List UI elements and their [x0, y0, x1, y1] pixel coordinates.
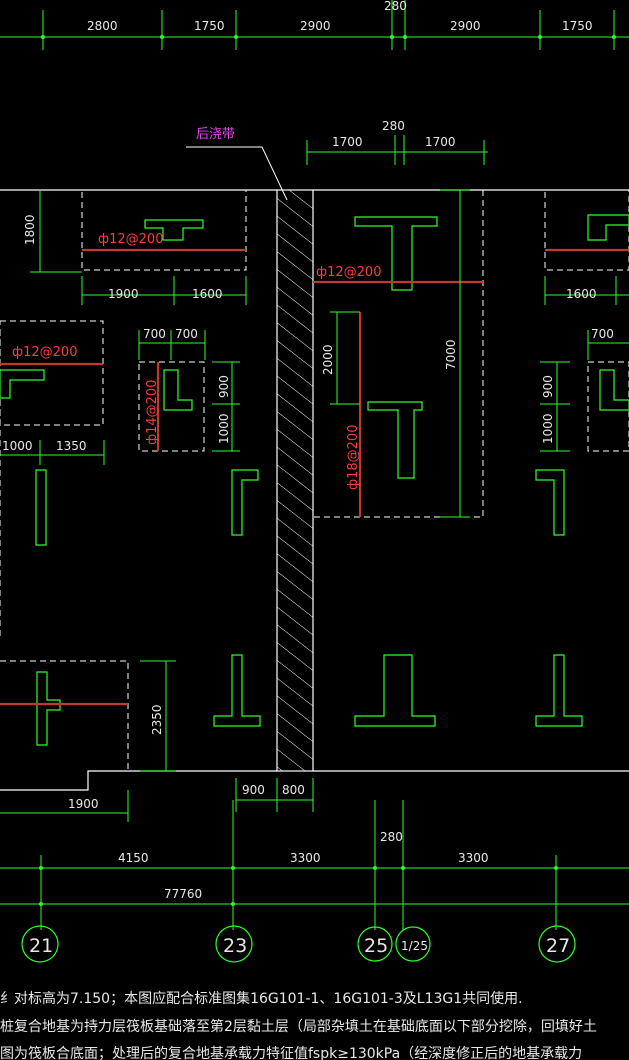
strip-dims — [235, 778, 314, 812]
postcast-strip — [276, 189, 314, 772]
top-dim-1750-left: 1750 — [194, 19, 225, 33]
dim-800-strip: 800 — [282, 783, 305, 797]
dim-2350: 2350 — [150, 704, 164, 735]
dim-1350-left: 1350 — [56, 439, 87, 453]
left-block-dims — [0, 190, 247, 465]
col-t-top-right — [587, 214, 629, 241]
bottom-dim-3300-b: 3300 — [458, 851, 489, 865]
dim-900-right: 900 — [541, 375, 555, 398]
dim-700-small-b: 700 — [175, 327, 198, 341]
col-t-bot-right — [535, 654, 583, 727]
col-t-bot-center — [354, 654, 436, 727]
col-l-mid-left — [231, 469, 259, 536]
dim-1000-left: 1000 — [2, 439, 33, 453]
axis-label-27: 27 — [546, 935, 570, 957]
top-dim-2900-right: 2900 — [450, 19, 481, 33]
dim-1900-bottom: 1900 — [68, 797, 99, 811]
rebar-label-center-vertical: ф18@200 — [346, 425, 361, 490]
top-dim-280: 280 — [384, 0, 407, 13]
axis-bubbles — [21, 925, 576, 963]
top-dimension-chain — [0, 0, 629, 50]
axis-label-21: 21 — [29, 935, 53, 957]
col-l-right-small — [599, 369, 629, 411]
postcast-leader-line — [186, 146, 288, 201]
dim-1800: 1800 — [23, 214, 37, 245]
right-block-dims — [540, 276, 629, 452]
rebar-lines — [0, 248, 629, 706]
rebar-label-center-horizontal: ф12@200 — [316, 265, 381, 280]
col-i-left — [35, 469, 47, 546]
dim-900-small: 900 — [217, 375, 231, 398]
col-t-bot-left — [36, 671, 61, 746]
top-dim-2800: 2800 — [87, 19, 118, 33]
top-dim-1750-right: 1750 — [562, 19, 593, 33]
bottom-dimension-chains — [0, 800, 629, 930]
bottom-left-dims — [0, 660, 176, 822]
note-line-1: 纟对标高为7.150；本图应配合标准图集16G101-1、16G101-3及L1… — [0, 990, 523, 1007]
mid-dim-280: 280 — [382, 119, 405, 133]
mid-dim-1700-right: 1700 — [425, 135, 456, 149]
dim-700-small-a: 700 — [143, 327, 166, 341]
dim-2000: 2000 — [321, 344, 335, 375]
col-l-mid-right — [535, 469, 565, 536]
col-t-mid-center — [367, 401, 423, 479]
middle-dimension-chain — [306, 135, 488, 165]
dim-7000: 7000 — [444, 339, 458, 370]
col-l-left — [0, 369, 45, 399]
axis-label-1-25: 1/25 — [401, 939, 428, 953]
small-block-dims — [138, 330, 240, 452]
mid-dim-1700-left: 1700 — [332, 135, 363, 149]
postcast-strip-label: 后浇带 — [196, 127, 235, 142]
dim-900-strip: 900 — [242, 783, 265, 797]
rebar-label-left-block: ф12@200 — [98, 232, 163, 247]
dim-1600-right: 1600 — [566, 287, 597, 301]
dim-700-right-a: 700 — [591, 327, 614, 341]
top-dimension-ticks — [41, 35, 616, 39]
bottom-dimension-ticks — [39, 866, 558, 906]
note-line-2: 桩复合地基为持力层筏板基础落至第2层黏土层（局部杂填土在基础底面以下部分挖除，回… — [0, 1018, 597, 1035]
col-t-top-center — [354, 216, 438, 291]
col-t-bot-mid — [213, 654, 261, 727]
column-shapes — [0, 214, 629, 746]
axis-label-25: 25 — [364, 935, 388, 957]
rebar-label-left-small: ф12@200 — [12, 345, 77, 360]
bottom-dim-4150: 4150 — [118, 851, 149, 865]
dim-1000-small: 1000 — [217, 413, 231, 444]
axis-label-23: 23 — [223, 935, 247, 957]
col-l-left-small — [163, 369, 193, 411]
top-dim-2900-left: 2900 — [300, 19, 331, 33]
rebar-label-small-block: ф14@200 — [145, 380, 160, 445]
dim-1600-left-block: 1600 — [192, 287, 223, 301]
dashed-zones — [0, 189, 629, 771]
bottom-dim-3300-a: 3300 — [290, 851, 321, 865]
note-line-3: 图为筏板合底面；处理后的复合地基承载力特征值fspk≥130kPa（经深度修正后… — [0, 1045, 582, 1060]
slab-outline — [0, 189, 629, 791]
bottom-dim-77760: 77760 — [164, 887, 202, 901]
bottom-dim-280: 280 — [380, 830, 403, 844]
dim-1900-left-block: 1900 — [108, 287, 139, 301]
dim-1000-right: 1000 — [541, 413, 555, 444]
center-block-dims — [330, 189, 470, 518]
